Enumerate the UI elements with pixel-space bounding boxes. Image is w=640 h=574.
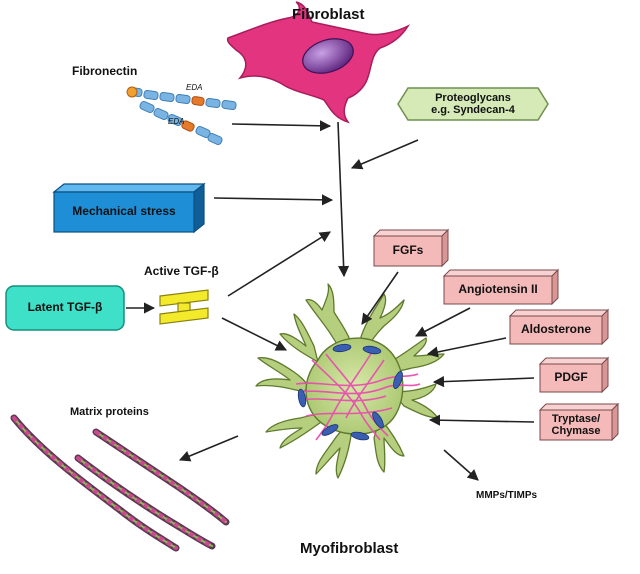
arrow-mechanical-stress [213,194,334,206]
fibronectin-chain-icon [126,86,237,146]
myofibroblast-label: Myofibroblast [300,540,399,557]
arrow-tryptase [428,414,535,426]
arrow-active-tgf-up [227,231,331,297]
myofibroblast-cell-icon [255,283,445,479]
eda-label-1: EDA [186,83,203,92]
arrow-fibronectin [231,120,332,132]
arrow-angiotensin [415,307,471,337]
matrix-proteins-label: Matrix proteins [70,406,149,418]
mmps-timps-label: MMPs/TIMPs [476,490,538,501]
latent-tgf-beta-box [5,285,125,331]
arrow-fgfs [361,271,399,325]
fibroblast-label: Fibroblast [292,6,365,23]
mechanical-stress-label: Mechanical stress [72,204,176,219]
angiotensin-box [442,268,560,306]
pdgf-label: PDGF [554,370,588,385]
arrow-aldosterone [426,337,507,358]
mechanical-stress-box [52,182,206,234]
tryptase-line2: Chymase [551,425,601,437]
proteoglycans-box [397,87,549,121]
arrow-active-tgf-down [221,317,288,351]
tryptase-text: Tryptase/ Chymase [540,410,612,440]
arrow-pdgf [432,376,535,388]
proteoglycans-text: Proteoglycans e.g. Syndecan-4 [408,89,538,119]
arrow-to-mmps [443,449,479,481]
eda-label-2: EDA [168,117,185,126]
fibronectin-label: Fibronectin [72,64,138,78]
arrow-fibroblast-to-myo [337,121,350,278]
proteoglycans-line2: e.g. Syndecan-4 [431,104,515,116]
pdgf-box [538,356,610,394]
tryptase-box [538,402,620,442]
arrow-proteoglycans [350,139,419,170]
latent-tgf-beta-label: Latent TGF-β [27,300,103,315]
aldosterone-label: Aldosterone [520,322,591,337]
proteoglycans-line1: Proteoglycans [435,91,511,104]
tryptase-line1: Tryptase/ [551,412,601,425]
aldosterone-box [508,308,610,346]
fibroblast-cell-icon [226,1,410,124]
fgfs-box [372,228,450,268]
active-tgf-beta-label: Active TGF-β [144,264,219,278]
active-tgf-beta-icon [159,289,209,325]
fgfs-label: FGFs [392,243,424,258]
angiotensin-label: Angiotensin II [458,282,538,297]
arrows [126,120,535,481]
arrow-to-matrix [178,435,239,462]
matrix-protein-helix-icon [10,414,230,552]
